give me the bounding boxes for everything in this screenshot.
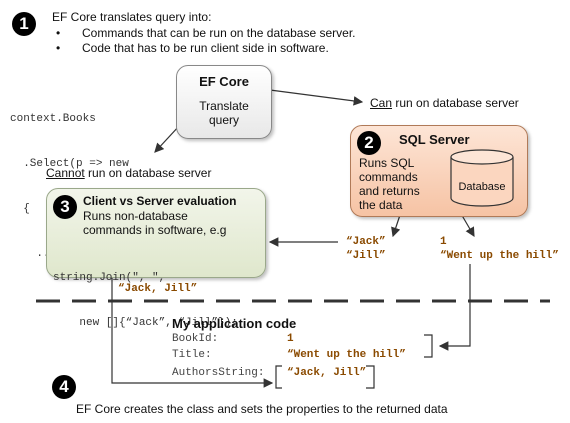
sql-server-description: Runs SQL commands and returns the data [359, 156, 420, 212]
sql-line: and returns [359, 184, 420, 198]
arrow-values-to-title [438, 264, 471, 351]
can-run-label: Can run on database server [370, 96, 519, 110]
code-line: string.Join(", ", [53, 272, 166, 284]
code-line: new []{“Jack”, “Jill”}); [53, 317, 238, 329]
row-label-title: Title: [172, 349, 212, 361]
code-line: context.Books [10, 113, 96, 125]
cannot-run-rest: run on database server [84, 166, 212, 180]
step-4-badge: 4 [52, 375, 76, 399]
cannot-run-emph: Cannot [46, 166, 85, 180]
ef-core-text-1: Translate [199, 99, 249, 113]
arrow-client-to-authors [111, 276, 274, 388]
sql-line: the data [359, 198, 403, 212]
step-1-badge: 1 [12, 12, 36, 36]
sql-server-title: SQL Server [399, 132, 470, 147]
returned-jill: “Jill” [346, 250, 386, 262]
client-eval-title: Client vs Server evaluation [83, 194, 237, 208]
row-value-authors: “Jack, Jill” [287, 367, 367, 379]
ef-core-box: EF Core Translate query [176, 65, 272, 139]
client-code: string.Join(", ", new []{“Jack”, “Jill”}… [53, 241, 238, 361]
step-2-badge: 2 [357, 131, 381, 155]
sql-server-box: 2 SQL Server Runs SQL commands and retur… [350, 125, 528, 217]
can-run-emph: Can [370, 96, 393, 110]
database-label: Database [458, 181, 506, 193]
arrow-sql-to-jack [391, 214, 401, 238]
bullet-item: Code that has to be run client side in s… [52, 41, 432, 56]
row-label-bookid: BookId: [172, 333, 219, 345]
client-text-line: commands in software, e.g [83, 223, 227, 237]
row-value-title: “Went up the hill” [287, 349, 406, 361]
code-line: .Select(p => new [10, 158, 129, 170]
returned-title: “Went up the hill” [440, 250, 559, 262]
combined-authors: “Jack, Jill” [118, 283, 198, 295]
arrow-to-cannot-run [154, 124, 181, 153]
client-eval-text: Runs non-database commands in software, … [83, 209, 226, 237]
sql-line: Runs SQL [359, 156, 415, 170]
code-line: { [10, 203, 30, 215]
row-label-authors: AuthorsString: [172, 367, 265, 379]
step-4-text: EF Core creates the class and sets the p… [76, 402, 448, 416]
bracket-id-title [424, 334, 433, 358]
bullet-item: Commands that can be run on the database… [52, 26, 432, 41]
arrow-to-can-run [269, 89, 364, 106]
ef-core-title: EF Core [199, 74, 249, 89]
returned-jack: “Jack” [346, 236, 386, 248]
step-1-bullets: Commands that can be run on the database… [52, 26, 432, 56]
step-3-badge: 3 [53, 195, 77, 219]
app-title: My application code [172, 316, 297, 331]
cannot-run-label: Cannot run on database server [46, 166, 211, 180]
sql-line: commands [359, 170, 418, 184]
bracket-authors [366, 365, 375, 389]
ef-core-text-2: query [208, 113, 240, 127]
client-text-line: Runs non-database [83, 209, 188, 223]
row-value-bookid: 1 [287, 333, 294, 345]
client-eval-box: 3 Client vs Server evaluation Runs non-d… [46, 188, 266, 329]
can-run-rest: run on database server [392, 96, 519, 110]
returned-id: 1 [440, 236, 447, 248]
step-1-title: EF Core translates query into: [52, 10, 212, 24]
database-icon [450, 149, 514, 207]
bracket-authors-left [275, 365, 282, 389]
